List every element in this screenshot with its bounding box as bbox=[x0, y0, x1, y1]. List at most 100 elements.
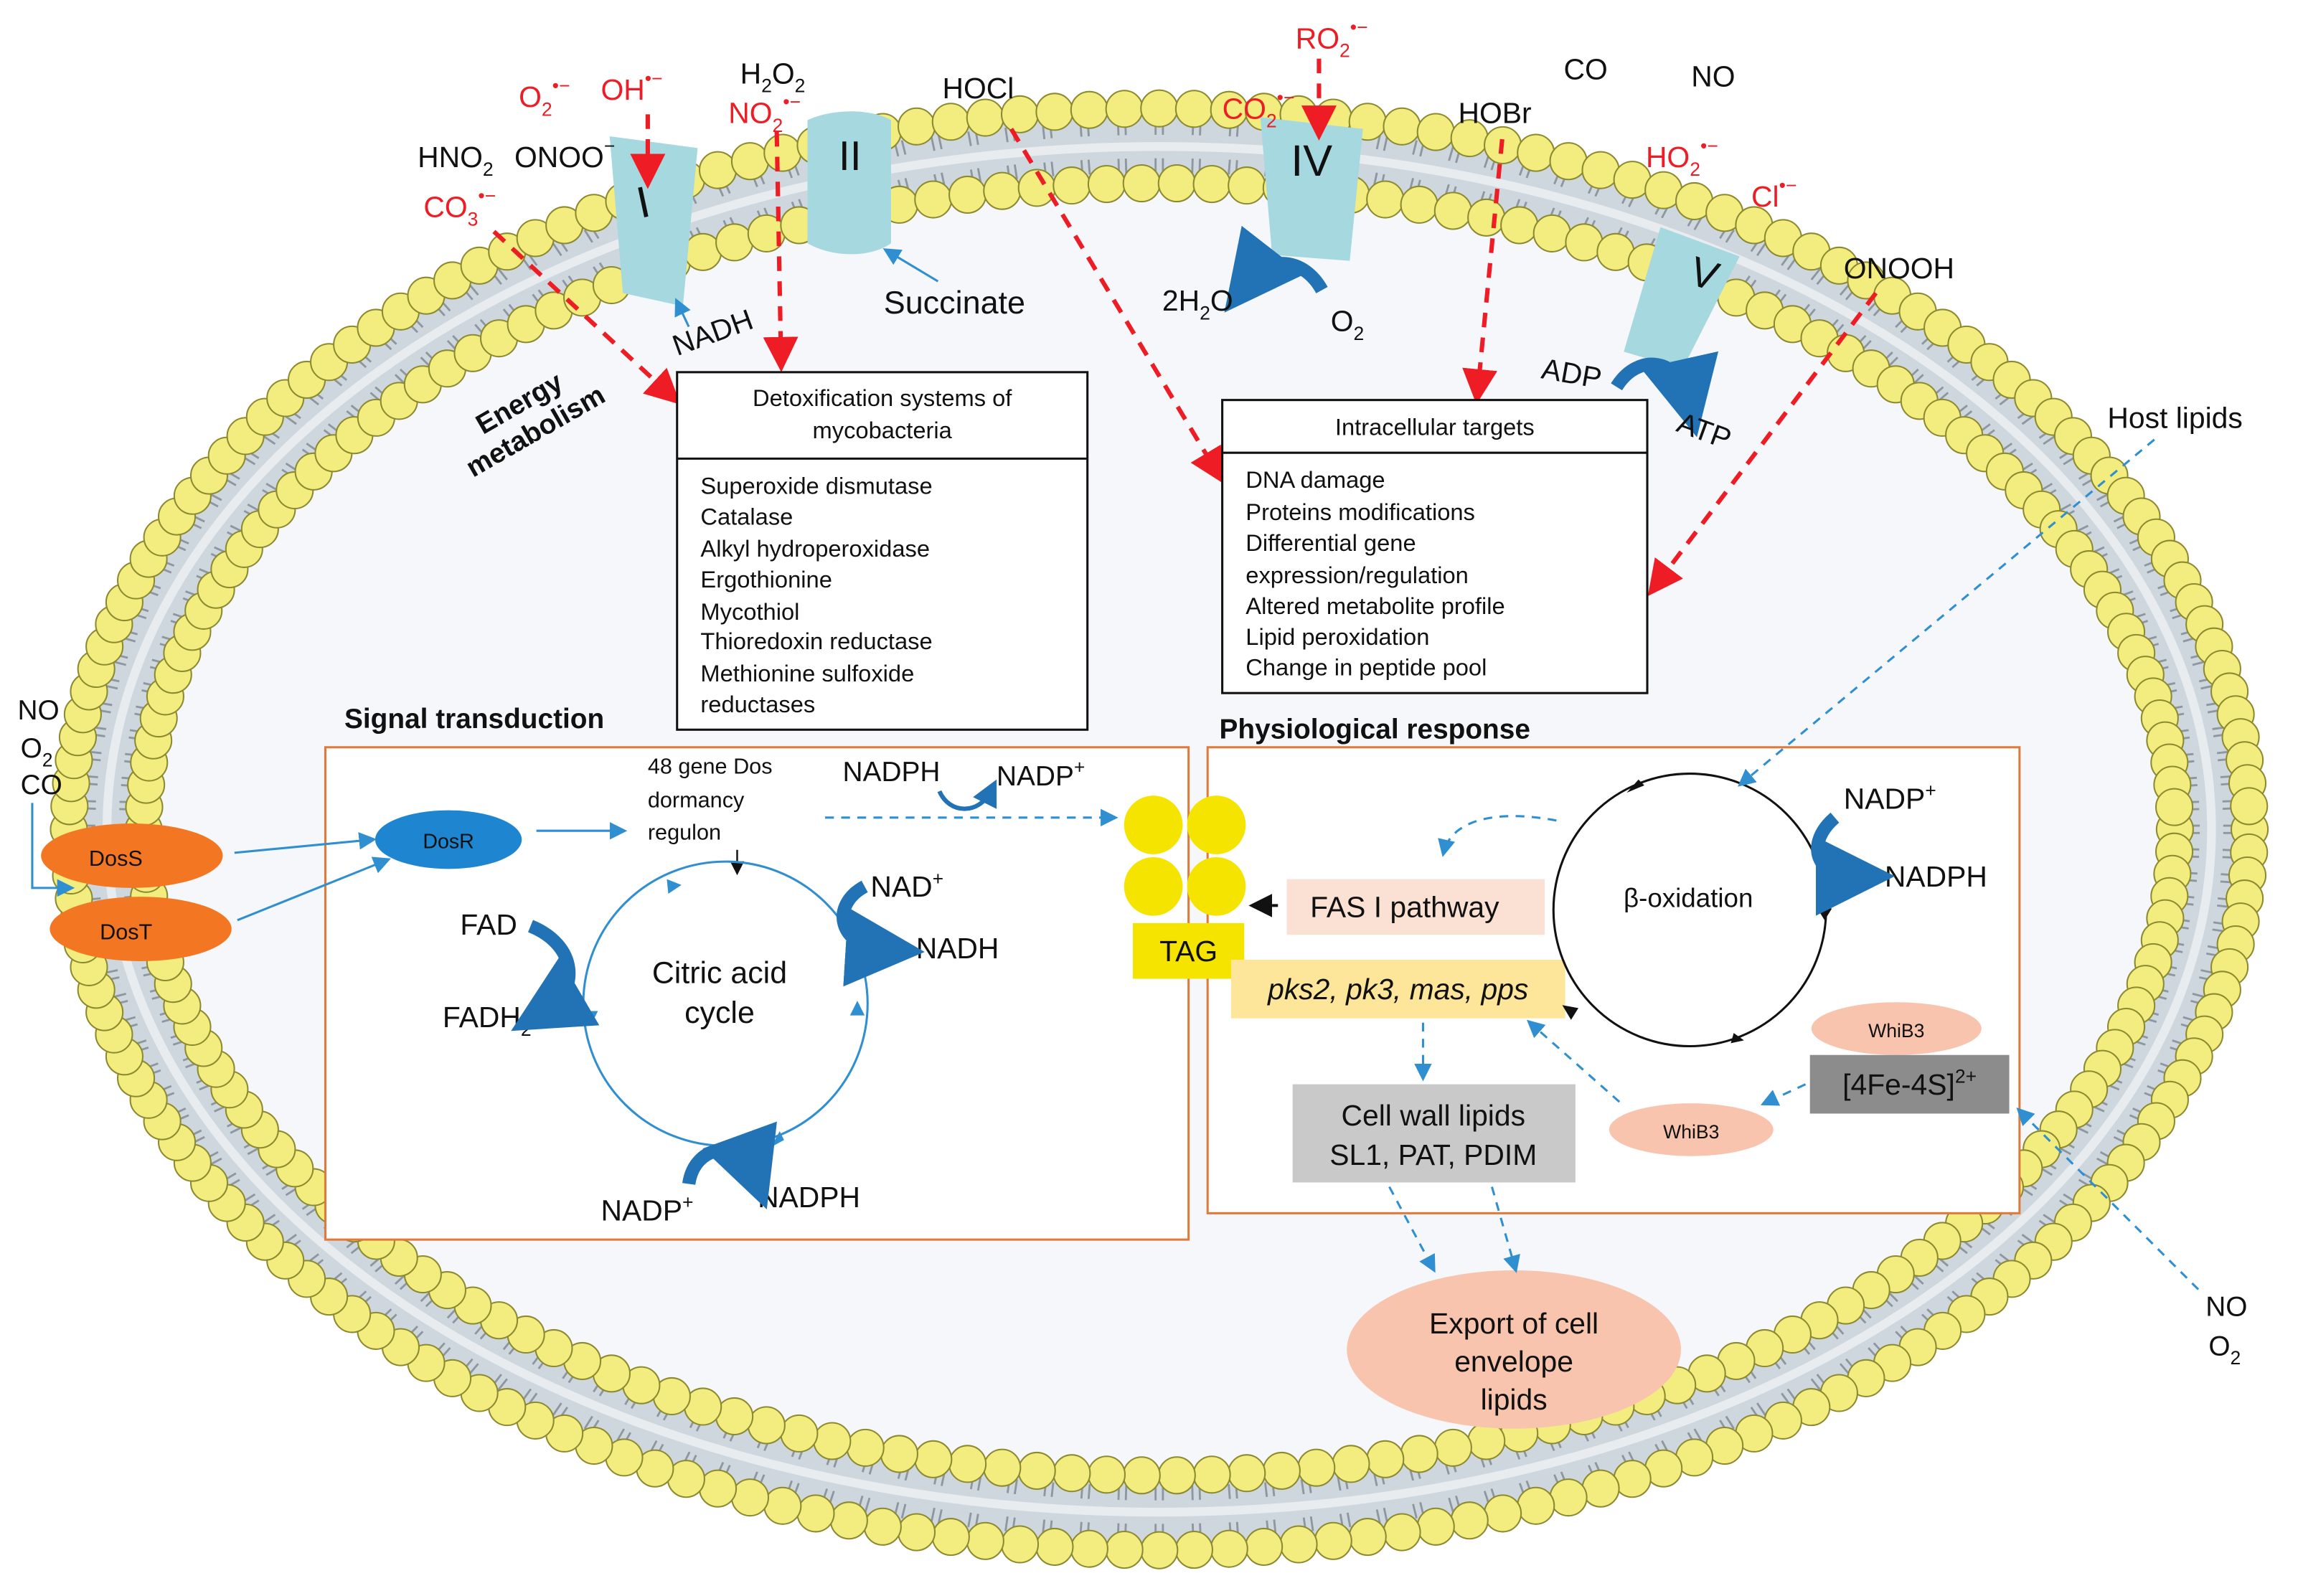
lipid-head bbox=[1157, 1456, 1196, 1495]
o2-to-water-curve bbox=[1224, 225, 1328, 313]
lipid-head bbox=[1035, 93, 1074, 131]
lipid-head bbox=[1070, 90, 1108, 129]
lipid-head bbox=[1366, 1440, 1405, 1478]
right-o2: O2 bbox=[2208, 1331, 2241, 1368]
detox-title-1: Detoxification systems of bbox=[753, 384, 1012, 411]
export-ellipse bbox=[1347, 1270, 1681, 1429]
onooh: ONOOH bbox=[1844, 252, 1954, 285]
lipid-tail bbox=[1087, 1484, 1091, 1499]
cell-wall-box bbox=[1292, 1084, 1576, 1183]
lipid-head bbox=[1517, 1486, 1555, 1525]
ro2-radical: RO2•− bbox=[1296, 16, 1368, 62]
lipid-head bbox=[1433, 1428, 1472, 1467]
lipid-head bbox=[1450, 1501, 1489, 1540]
lipid-head bbox=[1105, 1531, 1144, 1569]
lipid-head bbox=[1017, 1451, 1056, 1491]
lipid-tail bbox=[1087, 159, 1091, 175]
beta-label: β-oxidation bbox=[1624, 883, 1753, 912]
membrane-reactions bbox=[674, 225, 1719, 438]
lipid-head bbox=[1532, 214, 1571, 252]
lipid-tail bbox=[1309, 1516, 1314, 1531]
lipid-tail bbox=[1013, 1479, 1018, 1495]
lipid-tail bbox=[864, 1497, 871, 1513]
complex-IV-shape bbox=[1260, 117, 1363, 261]
lipid-tail bbox=[1191, 1485, 1194, 1501]
lipid-head bbox=[914, 180, 953, 219]
targets-item: Differential gene bbox=[1245, 529, 1416, 556]
fes-box bbox=[1809, 1054, 2010, 1114]
lipid-tail bbox=[976, 1475, 982, 1491]
lipid-tail bbox=[496, 268, 508, 280]
lipid-tail bbox=[583, 229, 593, 243]
whib3-bottom-label: WhiB3 bbox=[1663, 1121, 1719, 1143]
arrow-no2-to-detox bbox=[763, 131, 799, 372]
lipid-tail bbox=[1300, 1479, 1305, 1495]
dos-t-to-dos-r-arrow bbox=[237, 856, 391, 922]
lipid-head bbox=[1383, 1513, 1421, 1552]
lipid-tail bbox=[1756, 242, 1766, 257]
lipid-head bbox=[1140, 1531, 1179, 1569]
whib3-top-ellipse bbox=[1811, 1002, 1982, 1055]
beta-arrowhead bbox=[1730, 1033, 1744, 1044]
lipid-tail bbox=[552, 242, 562, 257]
lipid-head bbox=[1174, 90, 1213, 128]
lipid-tail bbox=[930, 1507, 936, 1523]
detox-item: Ergothionine bbox=[700, 566, 832, 592]
lipid-head bbox=[966, 1521, 1004, 1560]
tag-droplet bbox=[1124, 795, 1183, 854]
succinate-label: Succinate bbox=[884, 284, 1025, 321]
detox-box: Detoxification systems of mycobacteria S… bbox=[676, 371, 1089, 731]
lipid-head bbox=[829, 1501, 868, 1540]
lipid-head bbox=[1140, 89, 1179, 128]
targets-item: DNA damage bbox=[1245, 466, 1385, 493]
lipid-head bbox=[983, 1448, 1022, 1487]
whib3-top-label: WhiB3 bbox=[1868, 1020, 1924, 1042]
dashed-blue-arrows bbox=[1388, 438, 2200, 1290]
lipid-tail bbox=[930, 136, 936, 151]
pks-box bbox=[1230, 959, 1565, 1019]
lipid-head bbox=[1053, 166, 1091, 205]
lipid-head bbox=[747, 1406, 786, 1445]
lipid-head bbox=[1433, 192, 1472, 230]
no2-radical: NO2•− bbox=[728, 91, 801, 136]
adp-to-atp-curve bbox=[1611, 351, 1719, 438]
lipid-head bbox=[983, 171, 1022, 210]
lipid-head bbox=[1416, 113, 1455, 151]
lipid-head bbox=[1279, 1525, 1318, 1564]
nadph-bottom: NADPH bbox=[758, 1181, 860, 1214]
beta-arrowhead bbox=[1626, 779, 1644, 793]
physiological-response-panel: Physiological response TAG FAS I pathway… bbox=[1124, 438, 2247, 1429]
lipid-tail bbox=[1412, 140, 1418, 155]
lipid-tail bbox=[262, 435, 276, 445]
targets-item: Altered metabolite profile bbox=[1245, 592, 1504, 619]
targets-title: Intracellular targets bbox=[1335, 414, 1535, 440]
complex-I: I bbox=[609, 136, 698, 306]
complex-IV: IV bbox=[1260, 117, 1363, 261]
arrow-hobr-to-targets bbox=[1462, 138, 1504, 405]
lipid-head bbox=[1500, 206, 1539, 245]
tag-droplet bbox=[1124, 856, 1183, 916]
lipid-head bbox=[966, 98, 1004, 137]
lipid-tail bbox=[1264, 1482, 1268, 1497]
left-no: NO bbox=[18, 695, 60, 726]
export-line-2: envelope bbox=[1454, 1345, 1573, 1378]
dos-r-ellipse bbox=[375, 810, 522, 869]
nadph-nadp-curve bbox=[937, 779, 997, 811]
whib3-bottom-ellipse bbox=[1609, 1103, 1774, 1156]
nadh-cycle-label: NADH bbox=[916, 932, 999, 965]
lipid-head bbox=[1087, 165, 1126, 204]
left-o2: O2 bbox=[21, 733, 53, 770]
complex-V-shape bbox=[1624, 227, 1740, 369]
physiology-heading: Physiological response bbox=[1220, 714, 1530, 745]
lipid-tail bbox=[1383, 136, 1388, 151]
hobr: HOBr bbox=[1458, 97, 1531, 130]
lipid-head bbox=[1192, 1455, 1231, 1494]
co-gas: CO bbox=[1564, 52, 1608, 85]
lipid-tail bbox=[900, 140, 907, 155]
signal-heading: Signal transduction bbox=[344, 704, 604, 735]
cell-wall-to-export-arrow bbox=[1490, 1186, 1520, 1273]
lipid-head bbox=[931, 1518, 970, 1557]
lipid-tail bbox=[583, 1415, 593, 1430]
lipid-tail bbox=[1756, 1402, 1766, 1416]
